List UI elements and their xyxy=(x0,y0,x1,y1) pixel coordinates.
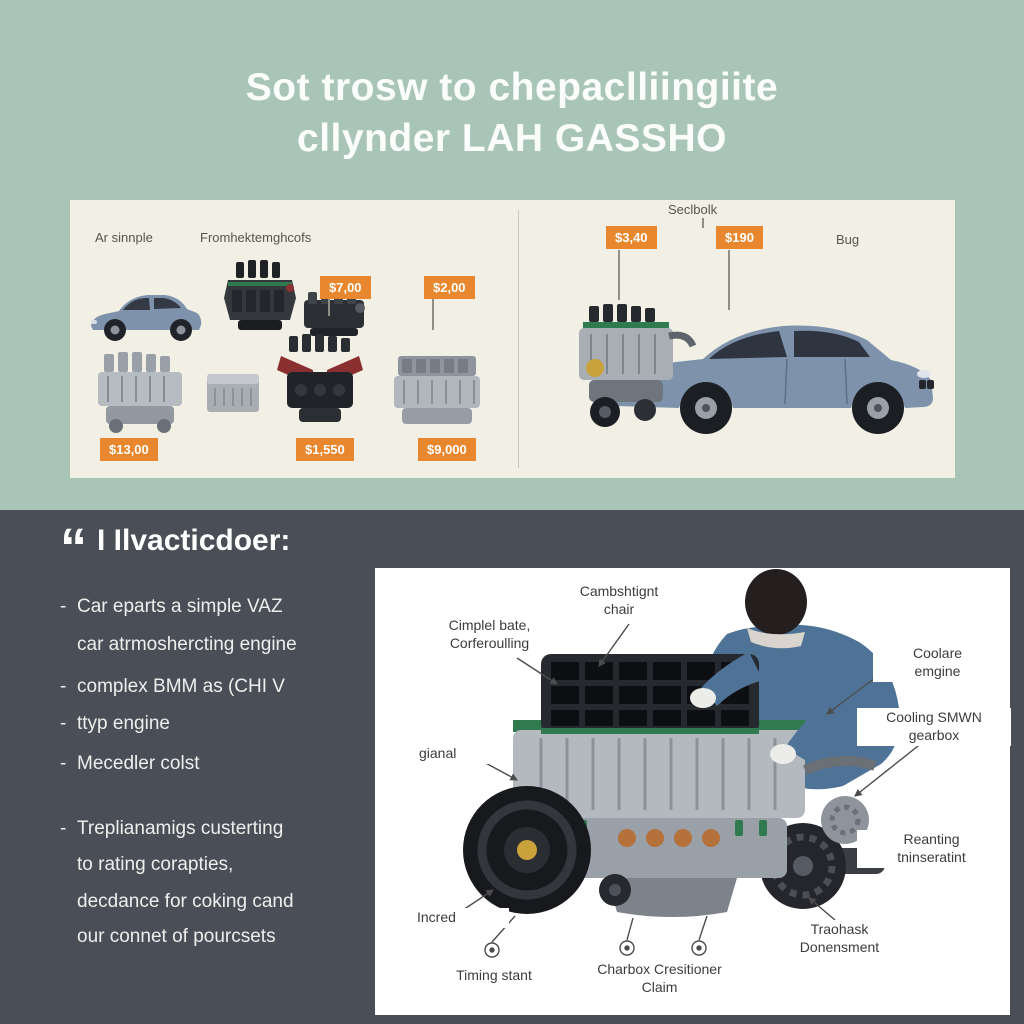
engine-block-icon-3 xyxy=(92,350,188,434)
heading-text: I Ilvacticdoer: xyxy=(97,524,291,557)
oil-pan-icon xyxy=(607,878,737,917)
bug-label: Bug xyxy=(836,232,860,247)
bullet-text: our connet of pourcsets xyxy=(77,926,276,947)
bullet-marker xyxy=(60,634,77,656)
diagram-label-camshaft: Cambshtignt chair xyxy=(547,582,691,620)
tag-connector-line xyxy=(432,298,434,330)
top-section: Sot trosw to chepaclliingiite cllynder L… xyxy=(0,0,1024,510)
diagram-label-timing: Timing stant xyxy=(427,966,561,986)
section-heading: “ I Ilvacticdoer: xyxy=(60,521,291,575)
engine-block-icon-5 xyxy=(390,350,484,430)
price-tag: $13,00 xyxy=(100,438,158,461)
bullet-item: -Car eparts a simple VAZ xyxy=(60,596,283,618)
engine-block-icon-1 xyxy=(220,258,300,334)
bullet-text: Car eparts a simple VAZ xyxy=(77,596,283,617)
glove-icon xyxy=(770,744,796,764)
price-tag: $1,550 xyxy=(296,438,354,461)
component-box-icon xyxy=(205,370,261,416)
engine-diagram-panel: Cambshtignt chair Cimplel bate, Corferou… xyxy=(375,568,1011,1015)
price-tag: $9,000 xyxy=(418,438,476,461)
right-column-label: Seclbolk xyxy=(668,202,718,217)
bullet-text: decdance for coking cand xyxy=(77,891,294,912)
bullet-item: -Mecedler colst xyxy=(60,753,200,775)
sedan-car-icon xyxy=(85,276,205,348)
engine-diagram-illustration xyxy=(456,569,924,958)
comparison-panel: Ar sinnple Fromhektemghcofs xyxy=(70,200,955,478)
bullet-marker xyxy=(60,926,77,948)
bullet-text: car atrmoshercting engine xyxy=(77,634,297,655)
title-line-2: cllynder LAH GASSHO xyxy=(297,117,727,161)
bullet-marker: - xyxy=(60,713,67,734)
diagram-label-mount: Reanting tninseratint xyxy=(857,830,1006,868)
tag-connector-line xyxy=(702,218,704,228)
bullet-marker: - xyxy=(60,753,67,774)
engine-cutaway-icon xyxy=(463,654,885,917)
diagram-label-coolant: Coolare emgine xyxy=(873,644,1002,682)
column-label-complex: Fromhektemghcofs xyxy=(200,230,312,245)
diagram-label-cover: Cimplel bate, Corferoulling xyxy=(405,616,574,654)
bullet-item: to rating corapties, xyxy=(60,854,233,876)
engine-block-icon-4 xyxy=(275,334,365,426)
bullet-text: ttyp engine xyxy=(77,713,170,734)
column-label-simple: Ar sinnple xyxy=(95,230,153,245)
tag-connector-line xyxy=(618,250,620,300)
quote-icon: “ xyxy=(60,518,87,578)
diagram-label-gianal: gianal xyxy=(417,744,511,764)
bullet-marker: - xyxy=(60,676,67,697)
price-tag: $190 xyxy=(716,226,763,249)
bullet-text: Treplianamigs custerting xyxy=(77,818,284,839)
page-title: Sot trosw to chepaclliingiite cllynder L… xyxy=(0,62,1024,165)
bullet-text: Mecedler colst xyxy=(77,753,200,774)
price-tag: $3,40 xyxy=(606,226,657,249)
bullet-item: our connet of pourcsets xyxy=(60,926,276,948)
bullet-marker xyxy=(60,854,77,876)
bullet-text: to rating corapties, xyxy=(77,854,234,875)
diagram-label-incred: Incred xyxy=(415,908,509,928)
glove-icon xyxy=(690,688,716,708)
bullet-item: -complex BMM as (CHI V xyxy=(60,676,285,698)
title-line-1: Sot trosw to chepaclliingiite xyxy=(245,66,779,109)
diagram-label-crankcase: Traohask Donensment xyxy=(765,920,914,958)
bullet-item: decdance for coking cand xyxy=(60,891,294,913)
position-marker-icons xyxy=(484,940,707,958)
bullet-marker: - xyxy=(60,818,67,839)
bullet-item: car atrmoshercting engine xyxy=(60,634,297,656)
bullet-marker xyxy=(60,891,77,913)
bottom-section: “I Ilvacticdoer: -Car eparts a simple VA… xyxy=(0,510,1024,1024)
diagram-label-gearbox: Cooling SMWN gearbox xyxy=(857,708,1011,746)
tag-connector-line xyxy=(728,250,730,310)
price-tag: $2,00 xyxy=(424,276,475,299)
bullet-marker: - xyxy=(60,596,67,617)
bullet-item: -Treplianamigs custerting xyxy=(60,818,283,840)
bullet-item: -ttyp engine xyxy=(60,713,170,735)
bmw-car-with-engine-illustration xyxy=(575,276,940,461)
tag-connector-line xyxy=(328,298,330,316)
mechanic-arms xyxy=(690,652,833,764)
diagram-label-charbox: Charbox Cresitioner Claim xyxy=(565,960,754,998)
bullet-text: complex BMM as (CHI V xyxy=(77,676,285,697)
panel-divider xyxy=(518,210,519,468)
price-tag: $7,00 xyxy=(320,276,371,299)
